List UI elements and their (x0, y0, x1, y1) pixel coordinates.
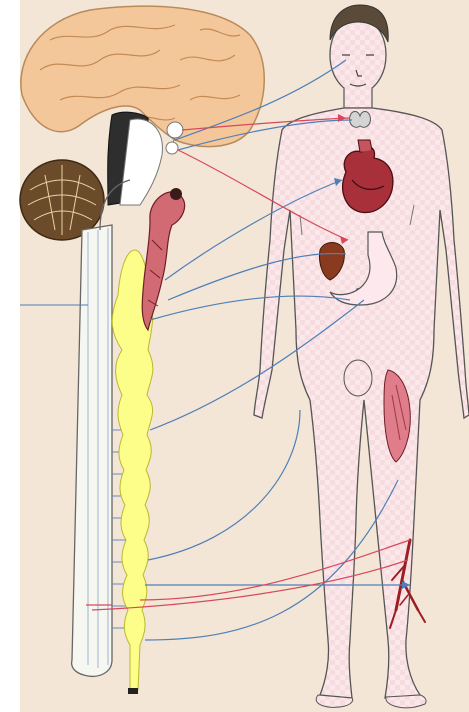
spinal-cord-end-icon (128, 688, 138, 694)
left-white-margin (0, 0, 20, 712)
